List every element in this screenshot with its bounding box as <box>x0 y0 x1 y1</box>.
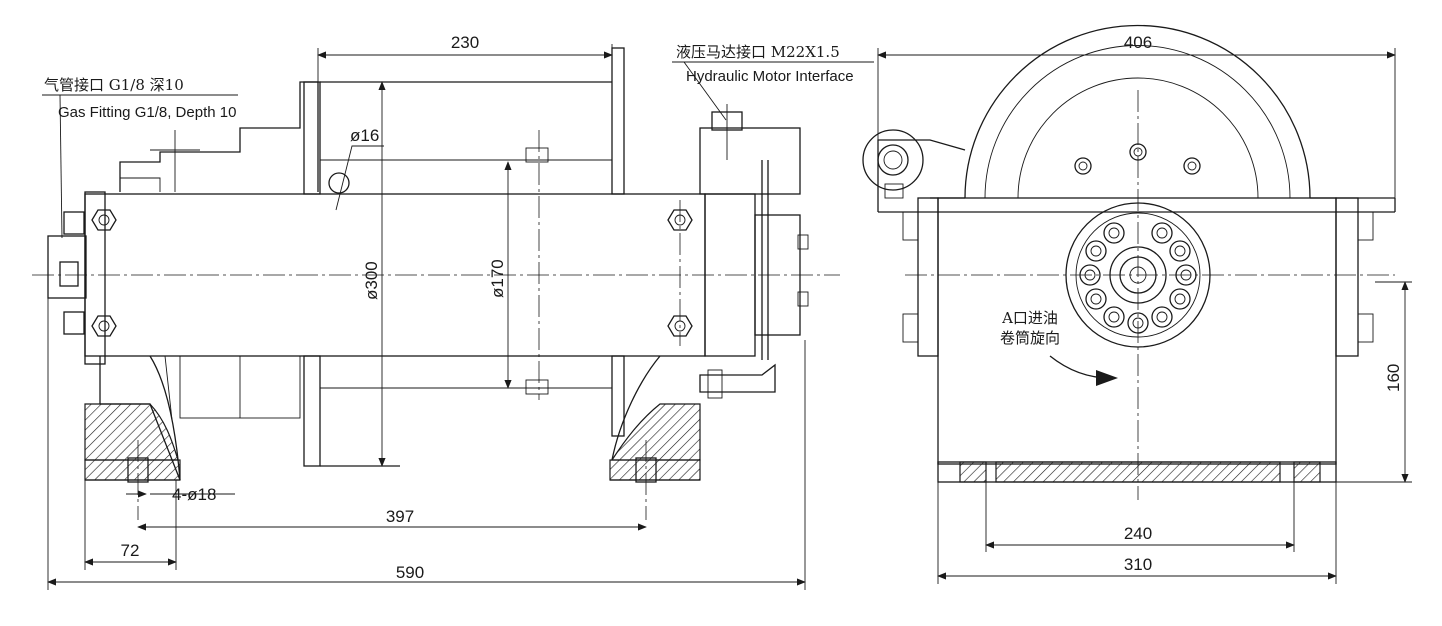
body-bolt <box>91 209 117 231</box>
dim-side-height: 160 <box>1384 364 1403 392</box>
dim-edge-offset: 72 <box>121 541 140 560</box>
dim-hole-dia: ø16 <box>350 126 379 145</box>
dim-mount-holes: 4-ø18 <box>172 485 216 504</box>
dim-total-length: 590 <box>396 563 424 582</box>
gas-fitting-label-en: Gas Fitting G1/8, Depth 10 <box>58 104 236 121</box>
drum-rotation-label: 卷筒旋向 <box>1000 329 1060 347</box>
hub-bolt <box>1151 306 1173 328</box>
oil-inlet-label: A口进油 <box>1001 309 1058 327</box>
cover-bolt <box>1074 157 1092 175</box>
hub-bolt <box>1169 288 1191 310</box>
cover-bolt <box>1183 157 1201 175</box>
hub-bolt <box>1085 240 1107 262</box>
hub-bolt <box>1103 306 1125 328</box>
dim-side-width: 406 <box>1124 33 1152 52</box>
hub-bolt <box>1169 240 1191 262</box>
dim-top-width: 230 <box>451 33 479 52</box>
hub-bolt <box>1151 222 1173 244</box>
dim-base-inner: 240 <box>1124 524 1152 543</box>
body-bolt <box>91 315 117 337</box>
hydraulic-label-cn: 液压马达接口 M22X1.5 <box>676 43 840 61</box>
dim-hole-span: 397 <box>386 507 414 526</box>
dim-shaft-dia: ø170 <box>488 259 507 298</box>
dim-drum-dia: ø300 <box>362 261 381 300</box>
side-view: A口进油 卷筒旋向 406 160 240 310 <box>862 24 1412 584</box>
hub-bolt <box>1085 288 1107 310</box>
dim-base-outer: 310 <box>1124 555 1152 574</box>
hydraulic-label-en: Hydraulic Motor Interface <box>686 68 854 85</box>
front-view: 230 ø16 ø300 ø170 4-ø18 397 72 590 气管接口 … <box>32 33 874 590</box>
hub-bolt <box>1103 222 1125 244</box>
gas-fitting-label-cn: 气管接口 G1/8 深10 <box>44 76 184 94</box>
